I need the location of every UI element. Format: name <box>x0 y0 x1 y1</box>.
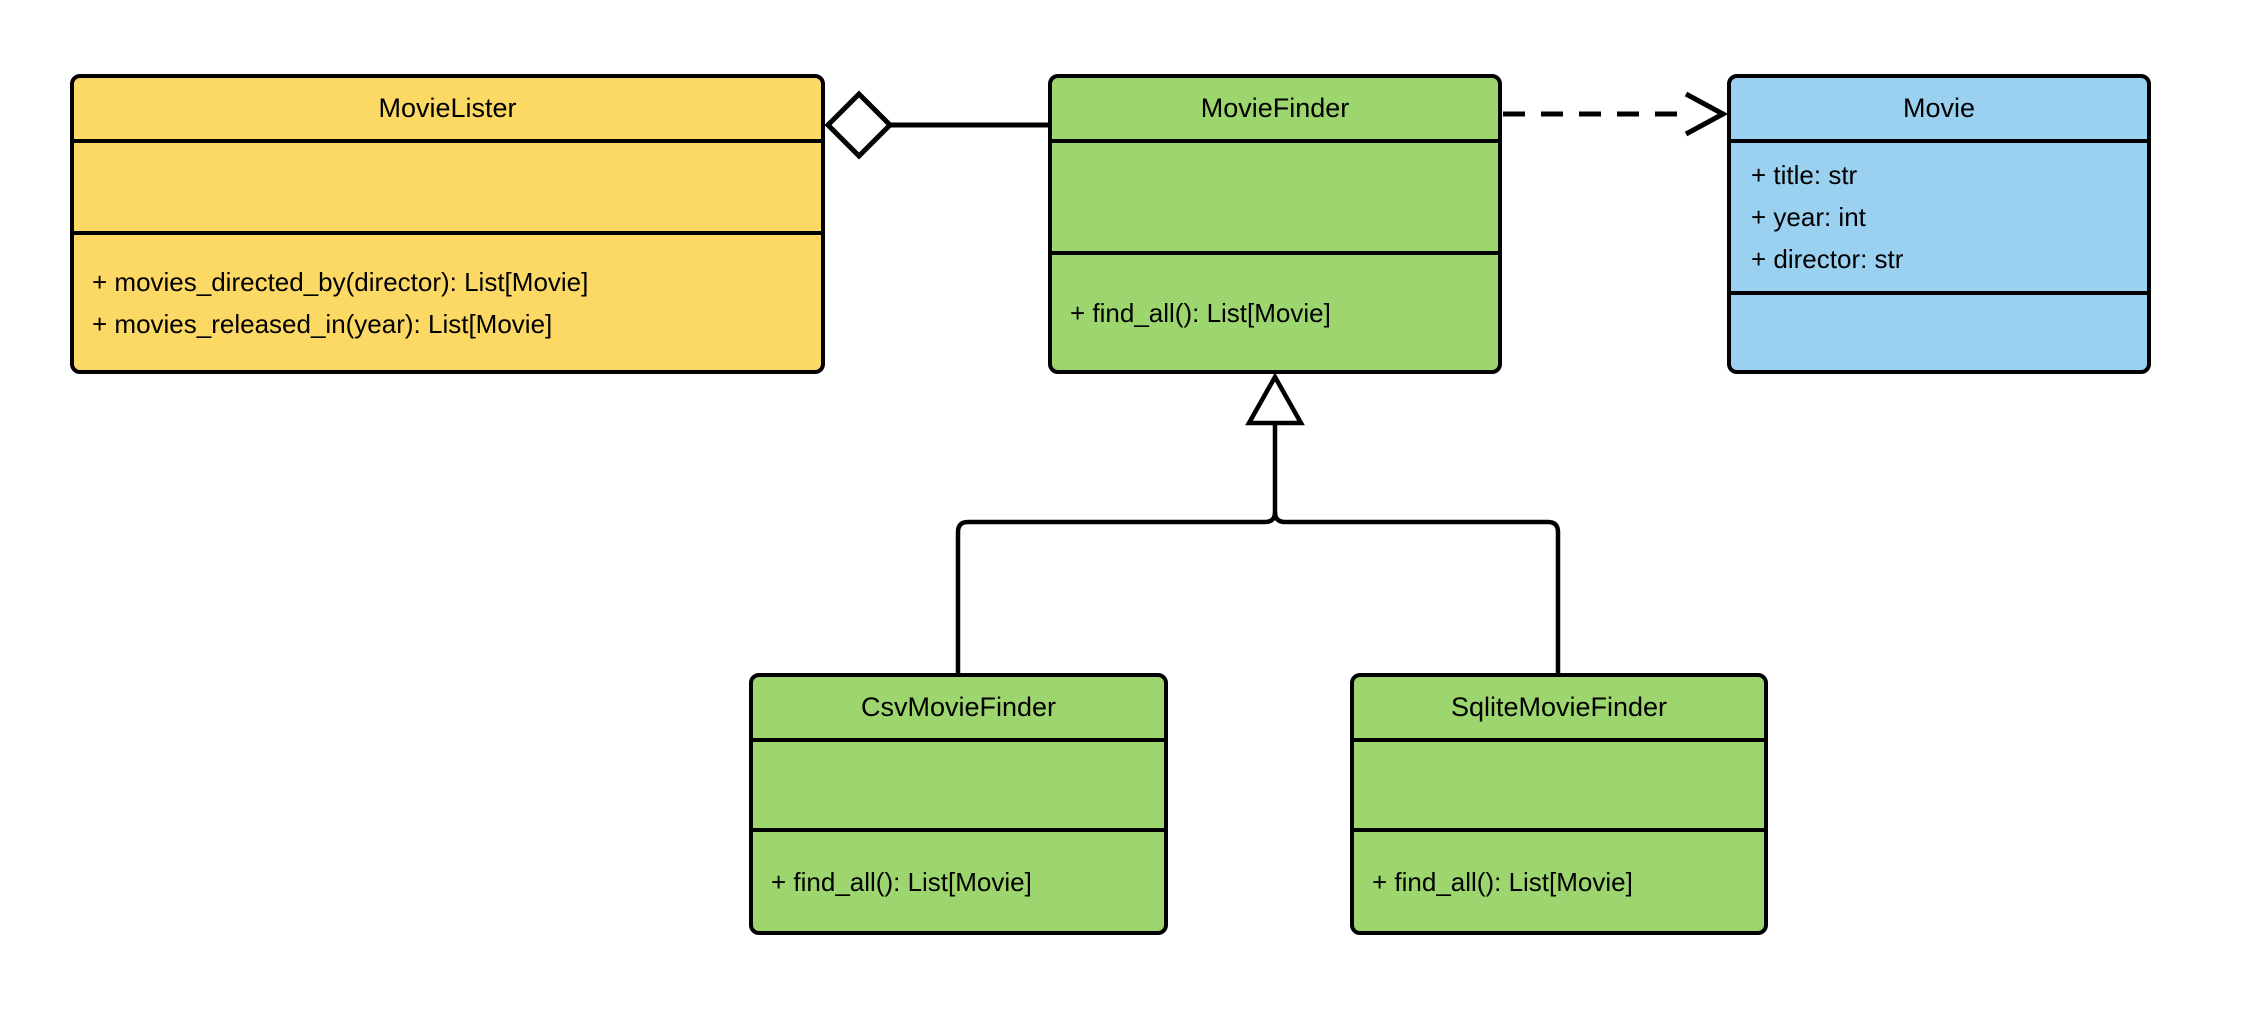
method-label: + movies_released_in(year): List[Movie] <box>92 308 553 339</box>
attribute-label: + director: str <box>1751 244 1904 274</box>
class-name-csvmoviefinder: CsvMovieFinder <box>753 677 1164 742</box>
dependency-arrowhead-icon <box>1684 91 1729 137</box>
method-label: + find_all(): List[Movie] <box>1070 297 1331 328</box>
class-node-movie: Movie + title: str + year: int + directo… <box>1727 74 2151 374</box>
method-label: + movies_directed_by(director): List[Mov… <box>92 266 589 297</box>
class-name-sqlitemoviefinder: SqliteMovieFinder <box>1354 677 1764 742</box>
class-name-label: Movie <box>1902 93 1976 123</box>
attributes-compartment-csvmoviefinder <box>753 742 1164 832</box>
generalization-line-sqlite <box>1272 511 1561 673</box>
attribute-label: + title: str <box>1751 160 1858 190</box>
class-name-moviefinder: MovieFinder <box>1052 78 1498 143</box>
attribute-label: + year: int <box>1751 202 1866 232</box>
class-node-csvmoviefinder: CsvMovieFinder + find_all(): List[Movie] <box>749 673 1168 935</box>
class-name-movie: Movie <box>1731 78 2147 143</box>
generalization-line-csv <box>955 424 1278 673</box>
class-name-label: MovieFinder <box>1200 93 1350 123</box>
class-name-label: SqliteMovieFinder <box>1450 692 1668 722</box>
methods-compartment-moviefinder: + find_all(): List[Movie] <box>1052 255 1498 370</box>
class-node-sqlitemoviefinder: SqliteMovieFinder + find_all(): List[Mov… <box>1350 673 1768 935</box>
class-name-label: CsvMovieFinder <box>860 692 1057 722</box>
attributes-compartment-sqlitemoviefinder <box>1354 742 1764 832</box>
attributes-compartment-moviefinder <box>1052 143 1498 255</box>
methods-compartment-csvmoviefinder: + find_all(): List[Movie] <box>753 832 1164 931</box>
aggregation-diamond-icon <box>824 90 894 160</box>
method-label: + find_all(): List[Movie] <box>771 866 1032 897</box>
method-label: + find_all(): List[Movie] <box>1372 866 1633 897</box>
attributes-compartment-movielister <box>74 143 821 235</box>
class-node-moviefinder: MovieFinder + find_all(): List[Movie] <box>1048 74 1502 374</box>
methods-compartment-sqlitemoviefinder: + find_all(): List[Movie] <box>1354 832 1764 931</box>
methods-compartment-movie <box>1731 295 2147 370</box>
attributes-compartment-movie: + title: str + year: int + director: str <box>1731 143 2147 295</box>
generalization-triangle-icon <box>1245 372 1305 426</box>
class-node-movielister: MovieLister + movies_directed_by(directo… <box>70 74 825 374</box>
class-name-label: MovieLister <box>378 93 517 123</box>
methods-compartment-movielister: + movies_directed_by(director): List[Mov… <box>74 235 821 370</box>
class-name-movielister: MovieLister <box>74 78 821 143</box>
